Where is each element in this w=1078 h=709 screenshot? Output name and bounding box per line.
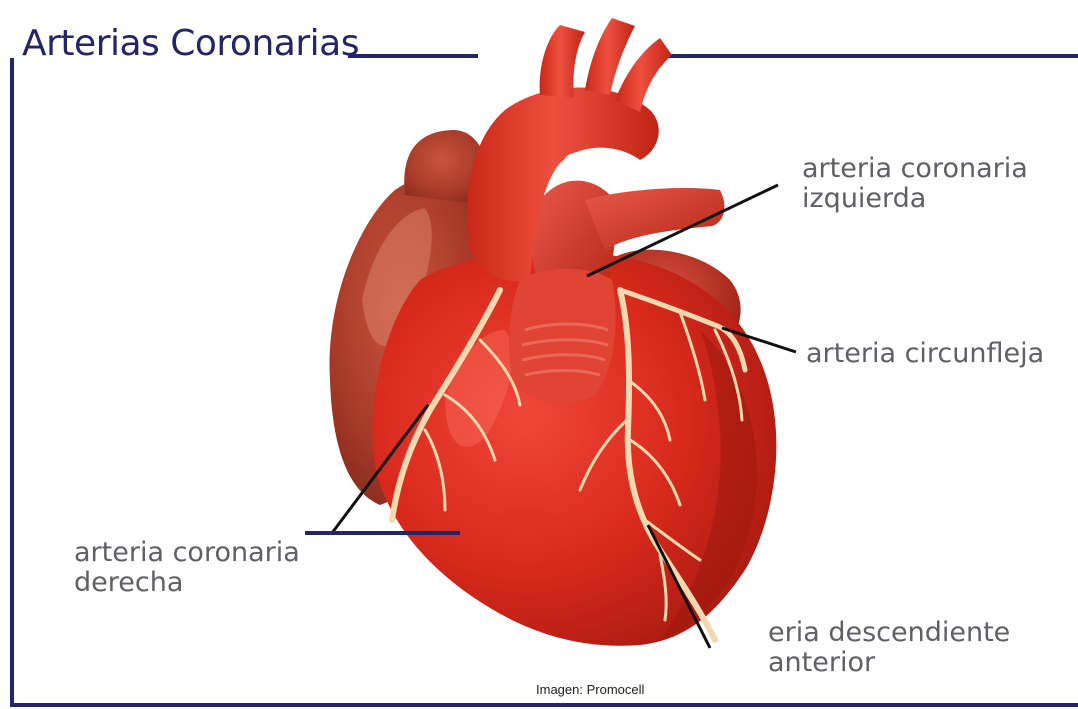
brachiocephalic-artery: [540, 25, 585, 98]
label-right-coronary: arteria coronaria derecha: [74, 538, 300, 598]
label-right-coronary-line-1: arteria coronaria: [74, 538, 300, 568]
label-left-coronary-line-2: izquierda: [802, 184, 1028, 214]
image-credit: Imagen: Promocell: [536, 682, 644, 697]
aortic-arch-gap: [564, 152, 596, 172]
label-anterior-descending-line-2: anterior: [768, 648, 1010, 678]
heart-illustration: [330, 18, 777, 646]
label-right-coronary-line-2: derecha: [74, 568, 300, 598]
label-left-coronary: arteria coronaria izquierda: [802, 154, 1028, 214]
label-anterior-descending-line-1: eria descendiente: [768, 618, 1010, 648]
conus: [509, 269, 616, 404]
diagram-title: Arterias Coronarias: [22, 22, 359, 66]
label-left-coronary-line-1: arteria coronaria: [802, 154, 1028, 184]
label-anterior-descending: eria descendiente anterior: [768, 618, 1010, 678]
label-circumflex: arteria circunfleja: [806, 339, 1044, 369]
